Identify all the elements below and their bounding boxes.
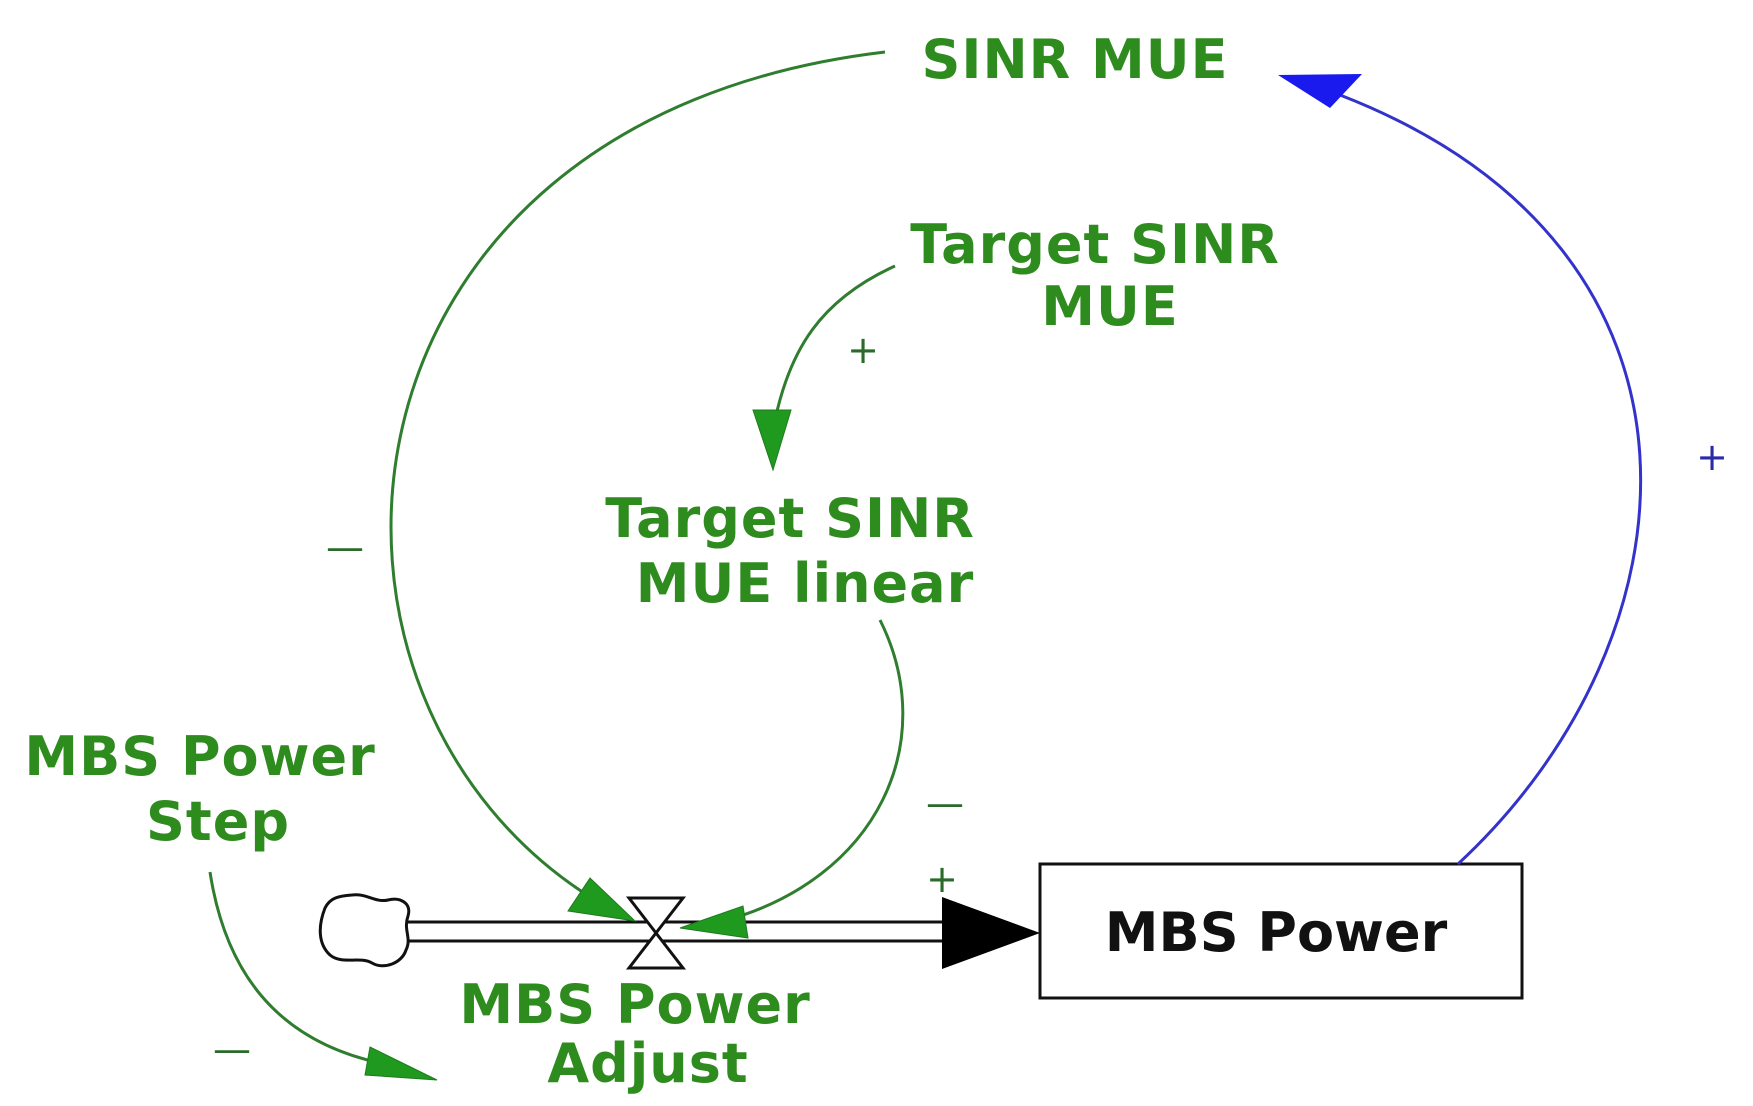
polarity-step-to-adjust: —	[213, 1027, 251, 1071]
polarity-stock-to-sinr: +	[1696, 435, 1728, 479]
var-target-sinr-mue-linear[interactable]: Target SINR MUE linear	[605, 487, 994, 615]
link-target-to-linear-arrowhead	[752, 409, 792, 472]
link-sinr-to-adjust-arrowhead	[567, 877, 637, 922]
polarity-sinr-to-adjust: —	[326, 525, 364, 569]
link-stock-to-sinr	[1339, 93, 1643, 866]
flow-pipe	[400, 920, 952, 943]
valve-icon[interactable]	[625, 896, 687, 970]
link-step-to-adjust-arrowhead	[364, 1046, 438, 1081]
var-mbs-power-adjust[interactable]: MBS Power Adjust	[459, 973, 830, 1095]
polarity-linear-to-adjust: —	[926, 781, 964, 825]
var-target-sinr-mue-linear-line1: Target SINR	[605, 487, 975, 550]
stock-mbs-power-box[interactable]	[1038, 862, 1524, 1000]
var-sinr-mue[interactable]: SINR MUE	[921, 28, 1228, 91]
var-mbs-power-adjust-line1: MBS Power	[459, 973, 810, 1036]
var-target-sinr-mue-line2: MUE	[1041, 275, 1178, 338]
var-target-sinr-mue-linear-line2: MUE linear	[636, 552, 974, 615]
link-stock-to-sinr-arrowhead	[1278, 74, 1362, 108]
link-linear-to-adjust-arrowhead	[679, 905, 749, 939]
stock-mbs-power-label: MBS Power	[1105, 901, 1448, 964]
source-cloud-icon	[318, 893, 411, 968]
link-sinr-to-adjust	[389, 50, 886, 902]
link-target-to-linear	[773, 264, 896, 421]
var-target-sinr-mue[interactable]: Target SINR MUE	[910, 213, 1299, 338]
link-step-to-adjust	[208, 871, 381, 1065]
polarity-flow-to-stock: +	[926, 857, 958, 901]
flow-arrowhead	[942, 897, 1040, 969]
link-linear-to-adjust	[719, 619, 905, 924]
var-mbs-power-step-line2: Step	[146, 790, 290, 853]
var-target-sinr-mue-line1: Target SINR	[910, 213, 1280, 276]
polarity-target-to-linear: +	[847, 328, 879, 372]
var-mbs-power-step-line1: MBS Power	[24, 725, 375, 788]
var-mbs-power-step[interactable]: MBS Power Step	[24, 725, 395, 853]
var-mbs-power-adjust-line2: Adjust	[547, 1032, 748, 1095]
